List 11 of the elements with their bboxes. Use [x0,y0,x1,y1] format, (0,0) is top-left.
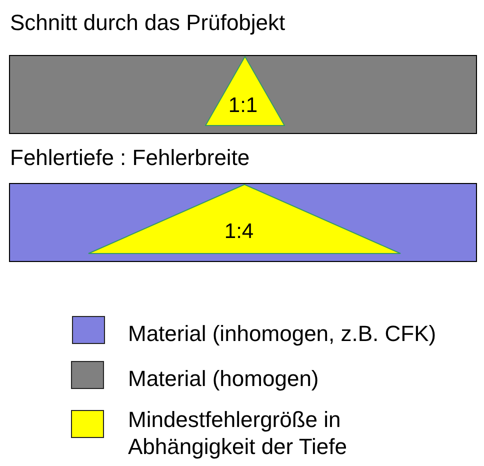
legend-label: Mindestfehlergröße in Abhängigkeit der Tiefe [128,406,348,460]
defect-triangle [88,184,401,254]
cross-section-bar [9,55,477,134]
diagram-title: Schnitt durch das Prüfobjekt [10,10,286,35]
cross-section-bar [9,183,477,262]
ratio-label: 1:4 [224,219,254,244]
defect-triangle [205,56,285,126]
legend-label: Material (homogen) [128,365,319,392]
ratio-label: 1:1 [228,93,258,118]
legend-label: Material (inhomogen, z.B. CFK) [128,320,436,347]
section-caption: Fehlertiefe : Fehlerbreite [10,145,250,170]
